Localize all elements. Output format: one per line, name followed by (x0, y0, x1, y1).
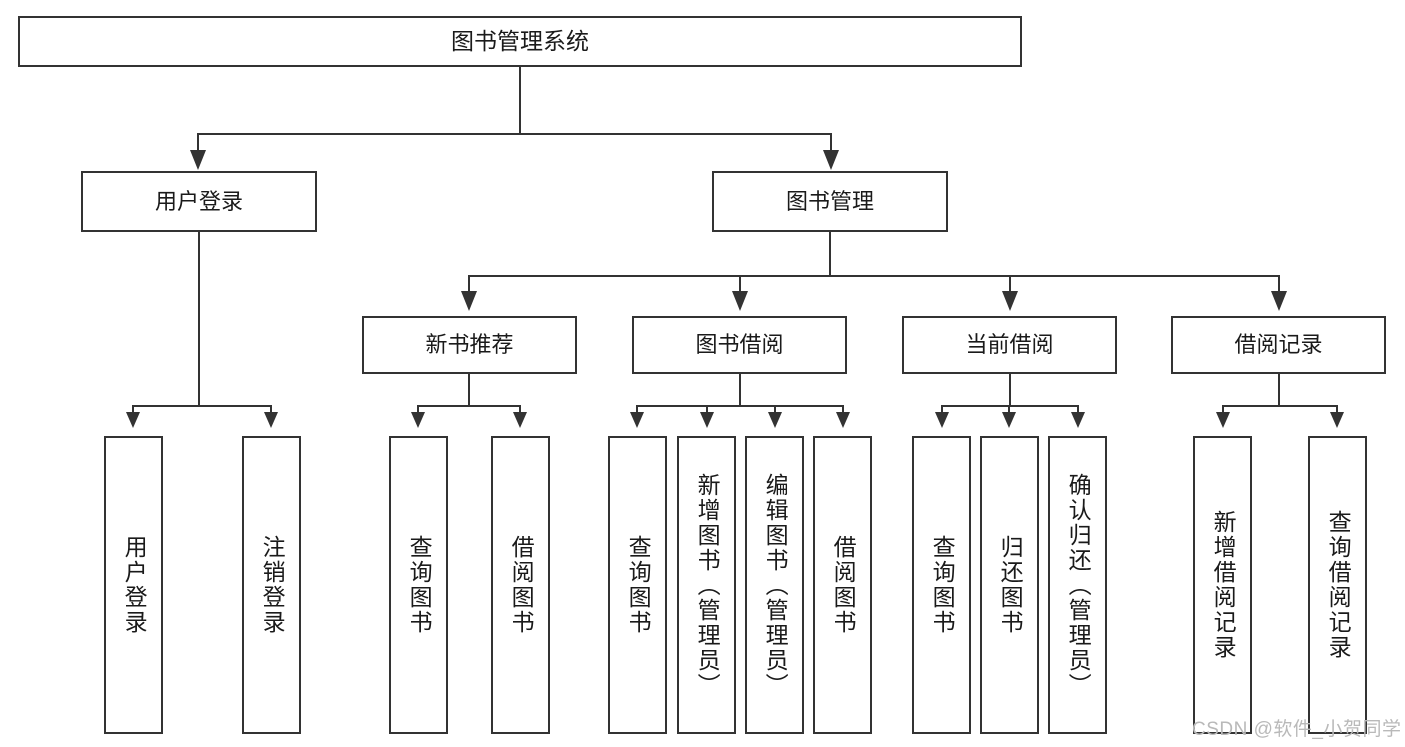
arrowhead-nb-borrow-book (513, 412, 527, 428)
node-borrow-record[interactable]: 借阅记录 (1171, 316, 1386, 374)
connector-user-login-stem (198, 232, 200, 406)
connector-bb-drop-2 (706, 405, 708, 415)
connector-to-new-book (468, 275, 470, 293)
arrowhead-book-borrow (732, 291, 748, 311)
leaf-bb-add-book[interactable]: 新增图书（管理员） (677, 436, 736, 734)
arrowhead-bb-borrow-book (836, 412, 850, 428)
connector-to-current-borrow (1009, 275, 1011, 293)
leaf-user-login[interactable]: 用户登录 (104, 436, 163, 734)
connector-book-borrow-bus (636, 405, 844, 407)
node-label: 查询借阅记录 (1325, 510, 1352, 660)
arrowhead-borrow-record (1271, 291, 1287, 311)
connector-current-borrow-bus (941, 405, 1079, 407)
connector-new-book-bus (417, 405, 521, 407)
arrowhead-cb-query-book (935, 412, 949, 428)
node-label: 注销登录 (259, 535, 286, 635)
connector-root-to-book-mgmt (830, 133, 832, 155)
arrowhead-user-login (190, 150, 206, 170)
connector-root-bus (197, 133, 832, 135)
connector-bb-drop-4 (842, 405, 844, 415)
connector-new-book-drop-1 (417, 405, 419, 415)
node-label: 编辑图书（管理员） (762, 472, 789, 698)
connector-new-book-drop-2 (519, 405, 521, 415)
connector-cb-drop-3 (1077, 405, 1079, 415)
arrowhead-leaf-user-login (126, 412, 140, 428)
node-label: 查询图书 (625, 535, 652, 635)
node-root-system[interactable]: 图书管理系统 (18, 16, 1022, 67)
arrowhead-new-book (461, 291, 477, 311)
leaf-bb-edit-book[interactable]: 编辑图书（管理员） (745, 436, 804, 734)
node-label: 用户登录 (154, 188, 243, 214)
node-label: 图书借阅 (695, 332, 784, 358)
node-current-borrow[interactable]: 当前借阅 (902, 316, 1117, 374)
node-label: 查询图书 (406, 535, 433, 635)
arrowhead-bb-edit-book (768, 412, 782, 428)
arrowhead-bb-add-book (700, 412, 714, 428)
connector-to-borrow-record (1278, 275, 1280, 293)
arrowhead-cb-return-book (1002, 412, 1016, 428)
node-label: 新书推荐 (425, 332, 514, 358)
connector-borrow-record-bus (1222, 405, 1338, 407)
connector-br-drop-1 (1222, 405, 1224, 415)
leaf-cb-confirm-return[interactable]: 确认归还（管理员） (1048, 436, 1107, 734)
connector-current-borrow-stem (1009, 374, 1011, 406)
node-label: 新增图书（管理员） (694, 472, 721, 698)
arrowhead-br-query-record (1330, 412, 1344, 428)
leaf-bb-borrow-book[interactable]: 借阅图书 (813, 436, 872, 734)
node-label: 借阅图书 (830, 535, 857, 635)
connector-user-login-drop-1 (132, 405, 134, 415)
leaf-nb-borrow-book[interactable]: 借阅图书 (491, 436, 550, 734)
node-label: 借阅记录 (1234, 332, 1323, 358)
arrowhead-leaf-logout (264, 412, 278, 428)
node-book-management[interactable]: 图书管理 (712, 171, 948, 232)
node-label: 归还图书 (997, 535, 1024, 635)
arrowhead-book-mgmt (823, 150, 839, 170)
connector-user-login-bus (132, 405, 272, 407)
arrowhead-bb-query-book (630, 412, 644, 428)
node-label: 查询图书 (929, 535, 956, 635)
node-label: 借阅图书 (508, 535, 535, 635)
connector-cb-drop-2 (1008, 405, 1010, 415)
node-book-borrow[interactable]: 图书借阅 (632, 316, 847, 374)
arrowhead-br-add-record (1216, 412, 1230, 428)
arrowhead-cb-confirm-return (1071, 412, 1085, 428)
connector-bb-drop-1 (636, 405, 638, 415)
connector-new-book-stem (468, 374, 470, 406)
connector-root-to-user-login (197, 133, 199, 155)
leaf-cb-query-book[interactable]: 查询图书 (912, 436, 971, 734)
connector-br-drop-2 (1336, 405, 1338, 415)
node-label: 新增借阅记录 (1210, 510, 1237, 660)
arrowhead-current-borrow (1002, 291, 1018, 311)
connector-book-mgmt-stem (829, 232, 831, 276)
connector-root-stem (519, 67, 521, 134)
connector-user-login-drop-2 (270, 405, 272, 415)
node-label: 当前借阅 (965, 332, 1054, 358)
connector-to-book-borrow (739, 275, 741, 293)
leaf-br-add-record[interactable]: 新增借阅记录 (1193, 436, 1252, 734)
connector-book-mgmt-bus (468, 275, 1280, 277)
arrowhead-nb-query-book (411, 412, 425, 428)
connector-borrow-record-stem (1278, 374, 1280, 406)
node-label: 用户登录 (121, 535, 148, 635)
leaf-nb-query-book[interactable]: 查询图书 (389, 436, 448, 734)
connector-cb-drop-1 (941, 405, 943, 415)
connector-bb-drop-3 (774, 405, 776, 415)
node-label: 图书管理 (785, 188, 874, 214)
node-user-login[interactable]: 用户登录 (81, 171, 317, 232)
leaf-logout[interactable]: 注销登录 (242, 436, 301, 734)
node-label: 图书管理系统 (451, 27, 589, 54)
leaf-cb-return-book[interactable]: 归还图书 (980, 436, 1039, 734)
connector-book-borrow-stem (739, 374, 741, 406)
leaf-br-query-record[interactable]: 查询借阅记录 (1308, 436, 1367, 734)
node-label: 确认归还（管理员） (1065, 472, 1092, 698)
node-new-book-recommend[interactable]: 新书推荐 (362, 316, 577, 374)
leaf-bb-query-book[interactable]: 查询图书 (608, 436, 667, 734)
